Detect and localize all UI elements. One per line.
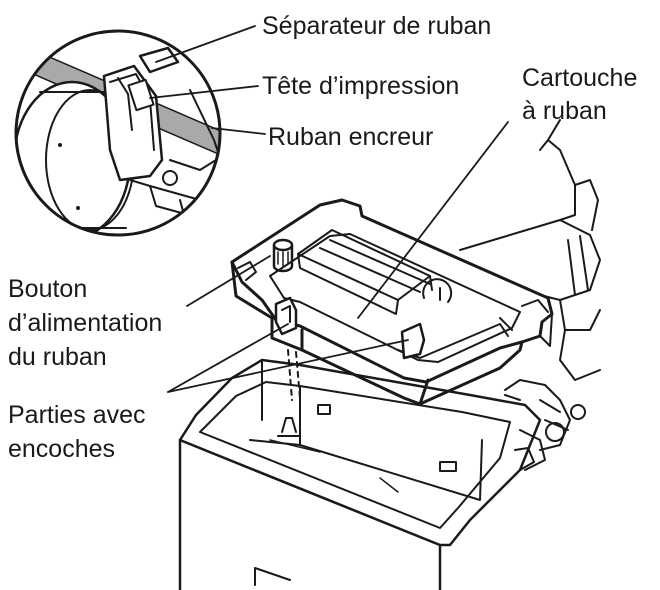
label-ink-ribbon: Ruban encreur — [268, 121, 433, 154]
label-notched-parts-line2: encoches — [8, 432, 146, 466]
label-ribbon-cartridge-line2: à ruban — [522, 95, 637, 128]
printer-body — [180, 360, 540, 590]
label-print-head: Tête d’impression — [262, 70, 459, 103]
label-notched-parts: Parties avec encoches — [8, 398, 146, 466]
label-feed-knob-line3: du ruban — [8, 340, 162, 374]
label-ribbon-separator: Séparateur de ruban — [262, 10, 491, 43]
label-feed-knob-line1: Bouton — [8, 272, 162, 306]
label-feed-knob-line2: d’alimentation — [8, 306, 162, 340]
label-notched-parts-line1: Parties avec — [8, 398, 146, 432]
label-ribbon-cartridge-line1: Cartouche — [522, 62, 637, 95]
label-ribbon-cartridge: Cartouche à ruban — [522, 62, 637, 128]
label-feed-knob: Bouton d’alimentation du ruban — [8, 272, 162, 374]
leader-ribbon-separator — [156, 26, 255, 62]
print-head-inset — [10, 31, 260, 238]
